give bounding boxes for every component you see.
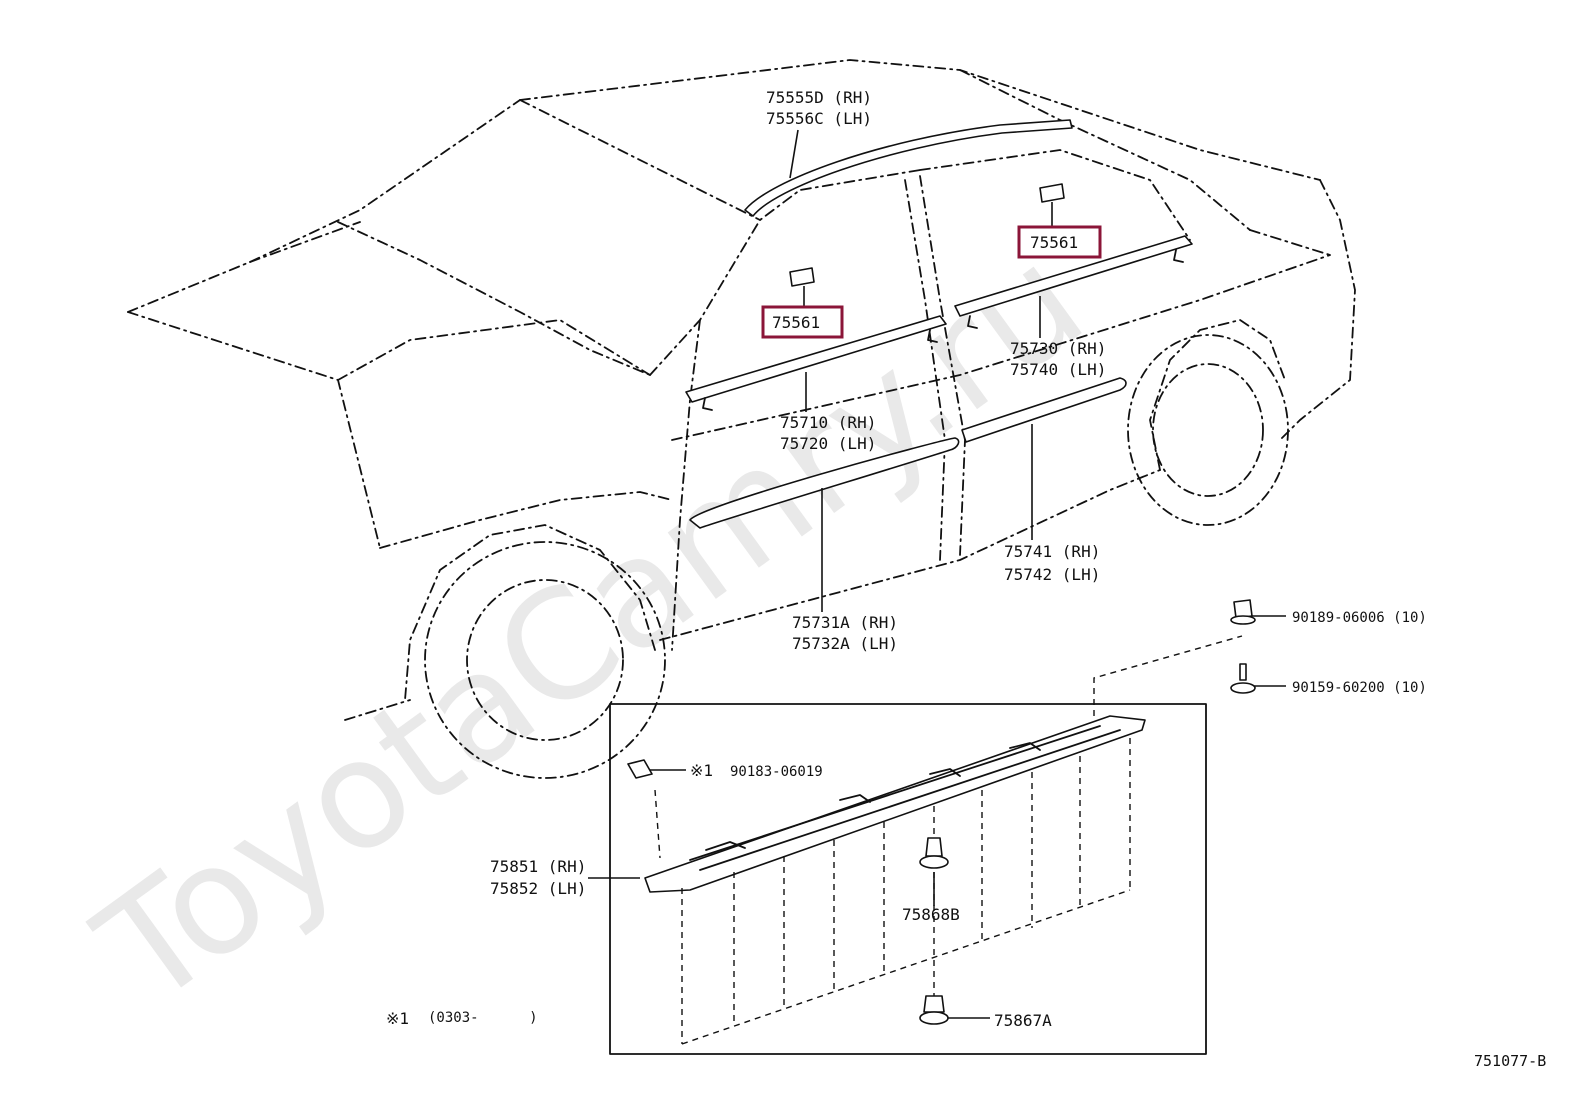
label-front-side-rh: 75731A (RH) [792,613,898,632]
label-screw-90159: 90159-60200 (10) [1292,680,1427,696]
label-clip-90189: 90189-06006 (10) [1292,610,1427,626]
label-rear-side-rh: 75741 (RH) [1004,542,1100,561]
label-clip-front: 75561 [772,313,820,332]
label-rocker-rh: 75851 (RH) [490,857,586,876]
front-belt-molding [685,315,947,411]
label-front-belt-rh: 75710 (RH) [780,413,876,432]
rear-side-molding [961,377,1127,443]
front-wheel [424,541,666,779]
car-body-outline [127,59,1356,721]
label-rear-belt-lh: 75740 (LH) [1010,360,1106,379]
label-roof-mold-lh: 75556C (LH) [766,109,872,128]
label-front-belt-lh: 75720 (LH) [780,434,876,453]
rocker-detail-frame [609,703,1207,1055]
rear-belt-molding [954,235,1193,329]
label-roof-mold-rh: 75555D (RH) [766,88,872,107]
clip-75868-icon [919,837,949,869]
label-rocker-lh: 75852 (LH) [490,879,586,898]
footnote-mark: ※1 [386,1009,409,1028]
label-rear-belt-rh: 75730 (RH) [1010,339,1106,358]
label-nut-90183: 90183-06019 [730,764,823,780]
clip-guide-lines [654,635,1243,1045]
highlight-box-rear-clip [1017,225,1102,259]
callout-labels: 75555D (RH) 75556C (LH) 75561 75561 7573… [386,88,1546,1070]
rocker-panel-molding [644,715,1146,893]
clip-90189-icon [1230,599,1256,625]
highlight-box-front-clip [761,305,844,339]
clip-icon-front [789,267,815,287]
figure-id: 751077-B [1474,1052,1546,1070]
label-nut-90183-mark: ※1 [690,761,713,780]
nut-90183-icon [627,759,653,779]
roof-drip-molding [744,119,1073,217]
clip-75867-icon [919,995,949,1025]
label-front-side-lh: 75732A (LH) [792,634,898,653]
rear-wheel [1127,334,1289,526]
label-clip-75867: 75867A [994,1011,1052,1030]
label-rear-side-lh: 75742 (LH) [1004,565,1100,584]
clip-icon-rear [1039,183,1065,203]
footnote-text: (0303- ) [428,1010,538,1026]
front-side-molding [689,437,960,529]
label-clip-75868: 75868B [902,905,960,924]
screw-90159-icon [1230,663,1256,694]
label-clip-rear: 75561 [1030,233,1078,252]
